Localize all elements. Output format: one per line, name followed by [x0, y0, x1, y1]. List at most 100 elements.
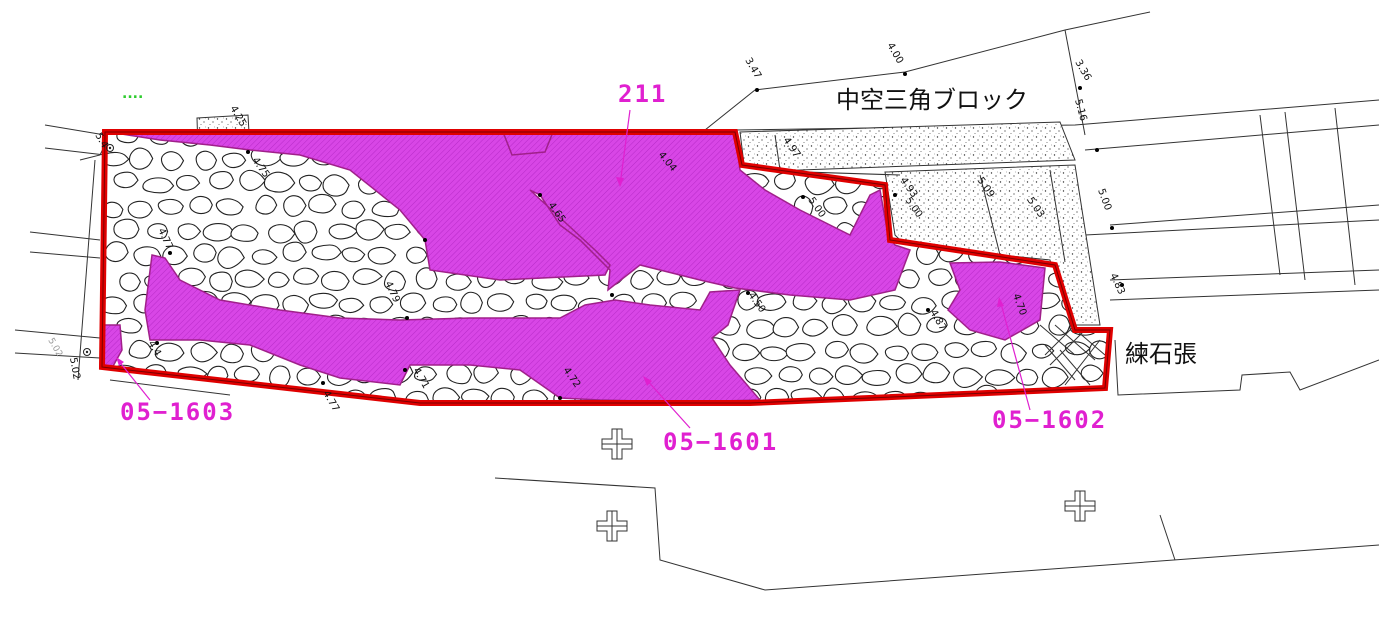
cobblestone: [282, 241, 307, 262]
cobblestone: [230, 224, 259, 242]
cobblestone: [209, 271, 233, 292]
elevation-label: 3.47: [742, 56, 763, 81]
survey-crosses: [596, 428, 1096, 542]
cobblestone: [255, 194, 278, 215]
zones: [99, 131, 1046, 403]
hollow-block-label: 中空三角ブロック: [836, 86, 1028, 114]
cobblestone: [154, 342, 185, 362]
cobblestone: [195, 150, 218, 171]
cobblestone: [352, 268, 383, 285]
cobblestone: [884, 345, 910, 362]
cobblestone: [413, 366, 438, 382]
cobblestone: [866, 315, 898, 336]
cobblestone: [157, 198, 184, 215]
cobblestone: [263, 171, 296, 193]
cobblestone: [1091, 389, 1110, 403]
cobblestone: [928, 268, 953, 286]
elevation-label: 4.83: [1107, 272, 1126, 297]
zone-211-area[interactable]: [114, 132, 911, 301]
cobblestone: [293, 220, 318, 244]
elevation-label: 5.00: [1095, 187, 1113, 212]
cobblestone: [756, 293, 787, 311]
zone-small-top: [501, 131, 555, 156]
cobblestone: [669, 291, 698, 310]
cobblestone: [128, 147, 154, 170]
cobblestone: [744, 367, 773, 385]
cobblestone: [823, 196, 848, 215]
masonry-label: 練石張: [1125, 340, 1197, 368]
cobblestone: [369, 296, 394, 314]
cobblestone: [802, 318, 829, 337]
cobblestone: [897, 312, 922, 336]
zone-05-1602-area[interactable]: [947, 261, 1046, 341]
cobblestone: [944, 342, 970, 359]
elevation-points: [155, 72, 1124, 400]
cobblestone: [338, 297, 365, 314]
cobblestone: [189, 195, 213, 215]
zone-05-1601-area[interactable]: [144, 254, 762, 403]
cobblestone: [384, 223, 411, 240]
cobblestone: [215, 198, 244, 216]
cobblestone: [190, 341, 219, 363]
zone-05-1601-label: 05−1601: [663, 428, 778, 456]
cobblestone: [1041, 366, 1069, 389]
cobblestone: [824, 340, 850, 359]
cobblestone: [970, 340, 998, 358]
cobblestone: [102, 296, 128, 315]
cobblestone: [328, 223, 359, 240]
elevation-label: 4.00: [884, 41, 905, 66]
cobblestone: [550, 294, 578, 312]
site-boundary: [98, 129, 1114, 406]
cobblestone: [911, 297, 937, 315]
cobblestone: [217, 246, 245, 270]
cobblestone: [895, 363, 923, 384]
cobblestone: [432, 296, 458, 313]
cobblestone: [341, 247, 366, 263]
cobblestone: [984, 369, 1016, 386]
cobblestone: [341, 200, 366, 220]
cobblestone: [119, 272, 142, 292]
cobblestone: [486, 293, 515, 312]
cobblestone: [308, 193, 337, 214]
survey-cross-symbol: [601, 428, 633, 460]
cobblestone: [879, 295, 907, 311]
cobblestone: [1000, 342, 1028, 364]
cobblestone: [1095, 246, 1110, 269]
cobblestone: [202, 223, 235, 242]
cobblestone: [399, 292, 427, 313]
cobblestone: [298, 174, 323, 192]
cobblestone: [128, 339, 153, 359]
cobblestone: [922, 362, 951, 384]
cobblestone: [367, 246, 397, 265]
cobblestone: [898, 269, 921, 289]
cobblestone: [221, 152, 247, 169]
zone-label-pointers: [116, 109, 1031, 429]
elevation-label: 5.16: [1072, 98, 1088, 122]
cobblestone: [193, 243, 217, 263]
cobblestone: [311, 244, 343, 261]
cobblestone: [209, 170, 235, 190]
cobblestone: [1048, 314, 1071, 336]
cobblestone: [525, 293, 548, 310]
cobblestone: [267, 271, 290, 288]
cobblestone: [268, 224, 296, 244]
cobblestone: [861, 369, 892, 386]
elevation-label: 3.36: [1072, 58, 1093, 83]
cobblestone: [778, 366, 803, 383]
cobblestone: [732, 343, 761, 362]
cobblestone: [322, 174, 350, 197]
cobblestone: [282, 392, 307, 403]
cobblestone: [953, 367, 984, 389]
cobblestone: [406, 246, 428, 264]
cobblestone: [911, 343, 939, 362]
cobblestone: [147, 223, 169, 240]
cobblestone: [831, 314, 858, 336]
cobblestone: [1031, 343, 1055, 359]
cobblestone: [127, 200, 153, 219]
benchmarks: [83, 144, 114, 356]
cobblestone: [293, 267, 320, 285]
cobblestone: [785, 343, 816, 362]
cobblestone: [760, 346, 789, 362]
cobblestone: [1080, 364, 1104, 383]
